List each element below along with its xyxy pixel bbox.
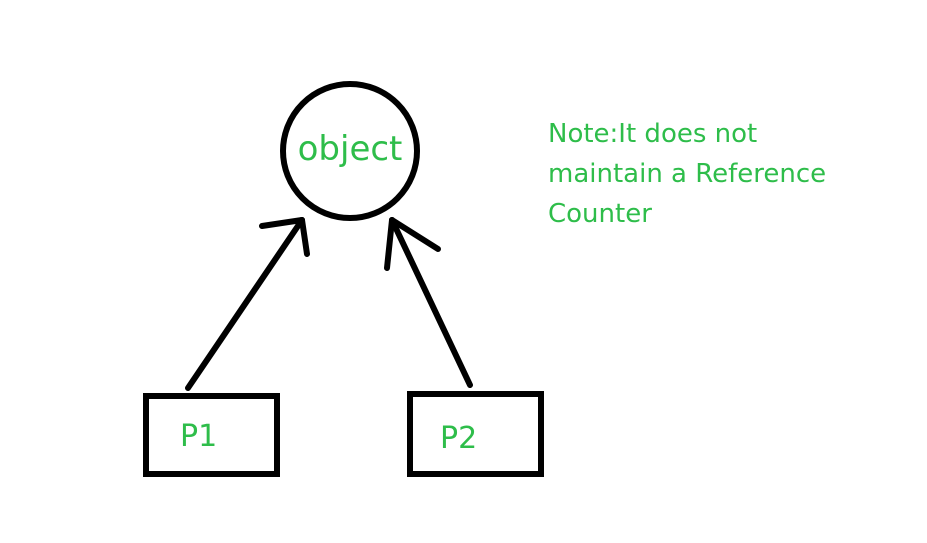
arrow-p1-to-object — [185, 217, 310, 391]
p2-label: P2 — [440, 421, 477, 456]
p1-box — [143, 393, 280, 477]
p1-label: P1 — [180, 419, 217, 454]
object-circle — [280, 81, 420, 221]
object-label: object — [298, 129, 403, 169]
arrow-p2-to-object — [384, 217, 473, 388]
note-text: Note:It does not maintain a Reference Co… — [548, 119, 827, 229]
p2-box — [407, 391, 544, 477]
